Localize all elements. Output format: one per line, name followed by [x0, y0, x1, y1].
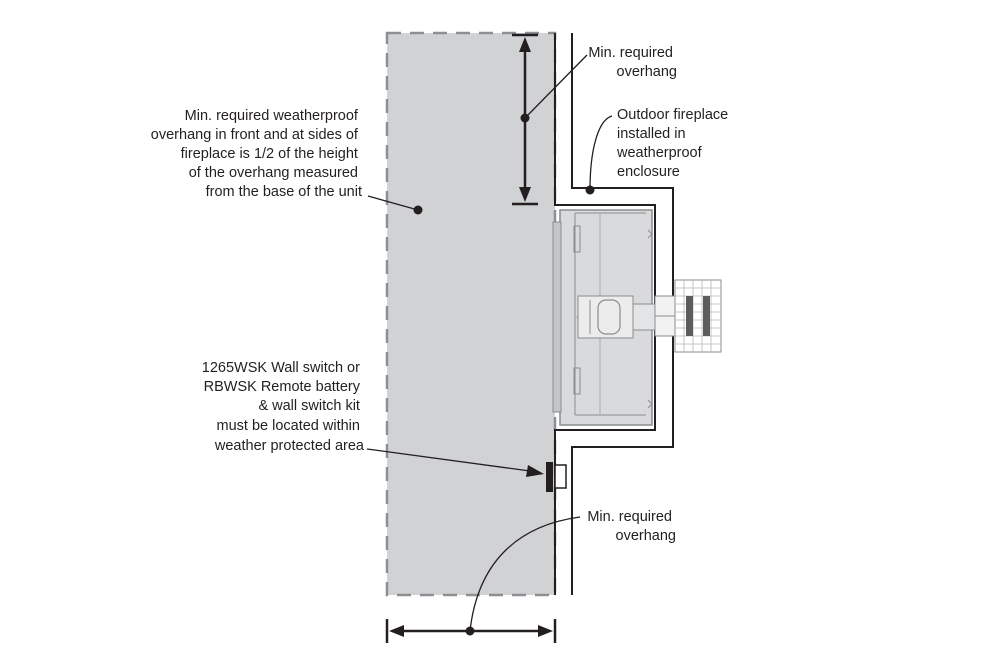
switch-note-label: 1265WSK Wall switch or RBWSK Remote batt… — [202, 360, 365, 454]
min-overhang-top-label: Min. required overhang — [588, 45, 677, 80]
overhang-note-label: Min. required weatherproof overhang in f… — [151, 108, 362, 200]
vent-termination — [674, 279, 722, 353]
leader-dots — [413, 113, 595, 636]
leader-min-overhang-top — [524, 54, 588, 119]
vent-pipe — [654, 295, 676, 337]
leader-enclosure — [589, 115, 613, 191]
leader-switch — [366, 448, 531, 472]
overhang-area — [385, 31, 557, 597]
switch-arrowhead — [526, 465, 544, 477]
leader-lines — [366, 54, 613, 632]
leader-min-overhang-bottom — [469, 516, 581, 632]
leader-overhang-note — [367, 195, 419, 211]
enclosure-label: Outdoor fireplace installed in weatherpr… — [616, 107, 732, 180]
min-overhang-bottom-label: Min. required overhang — [587, 509, 676, 544]
wall-switch — [546, 462, 567, 492]
fireplace-unit — [552, 209, 656, 426]
